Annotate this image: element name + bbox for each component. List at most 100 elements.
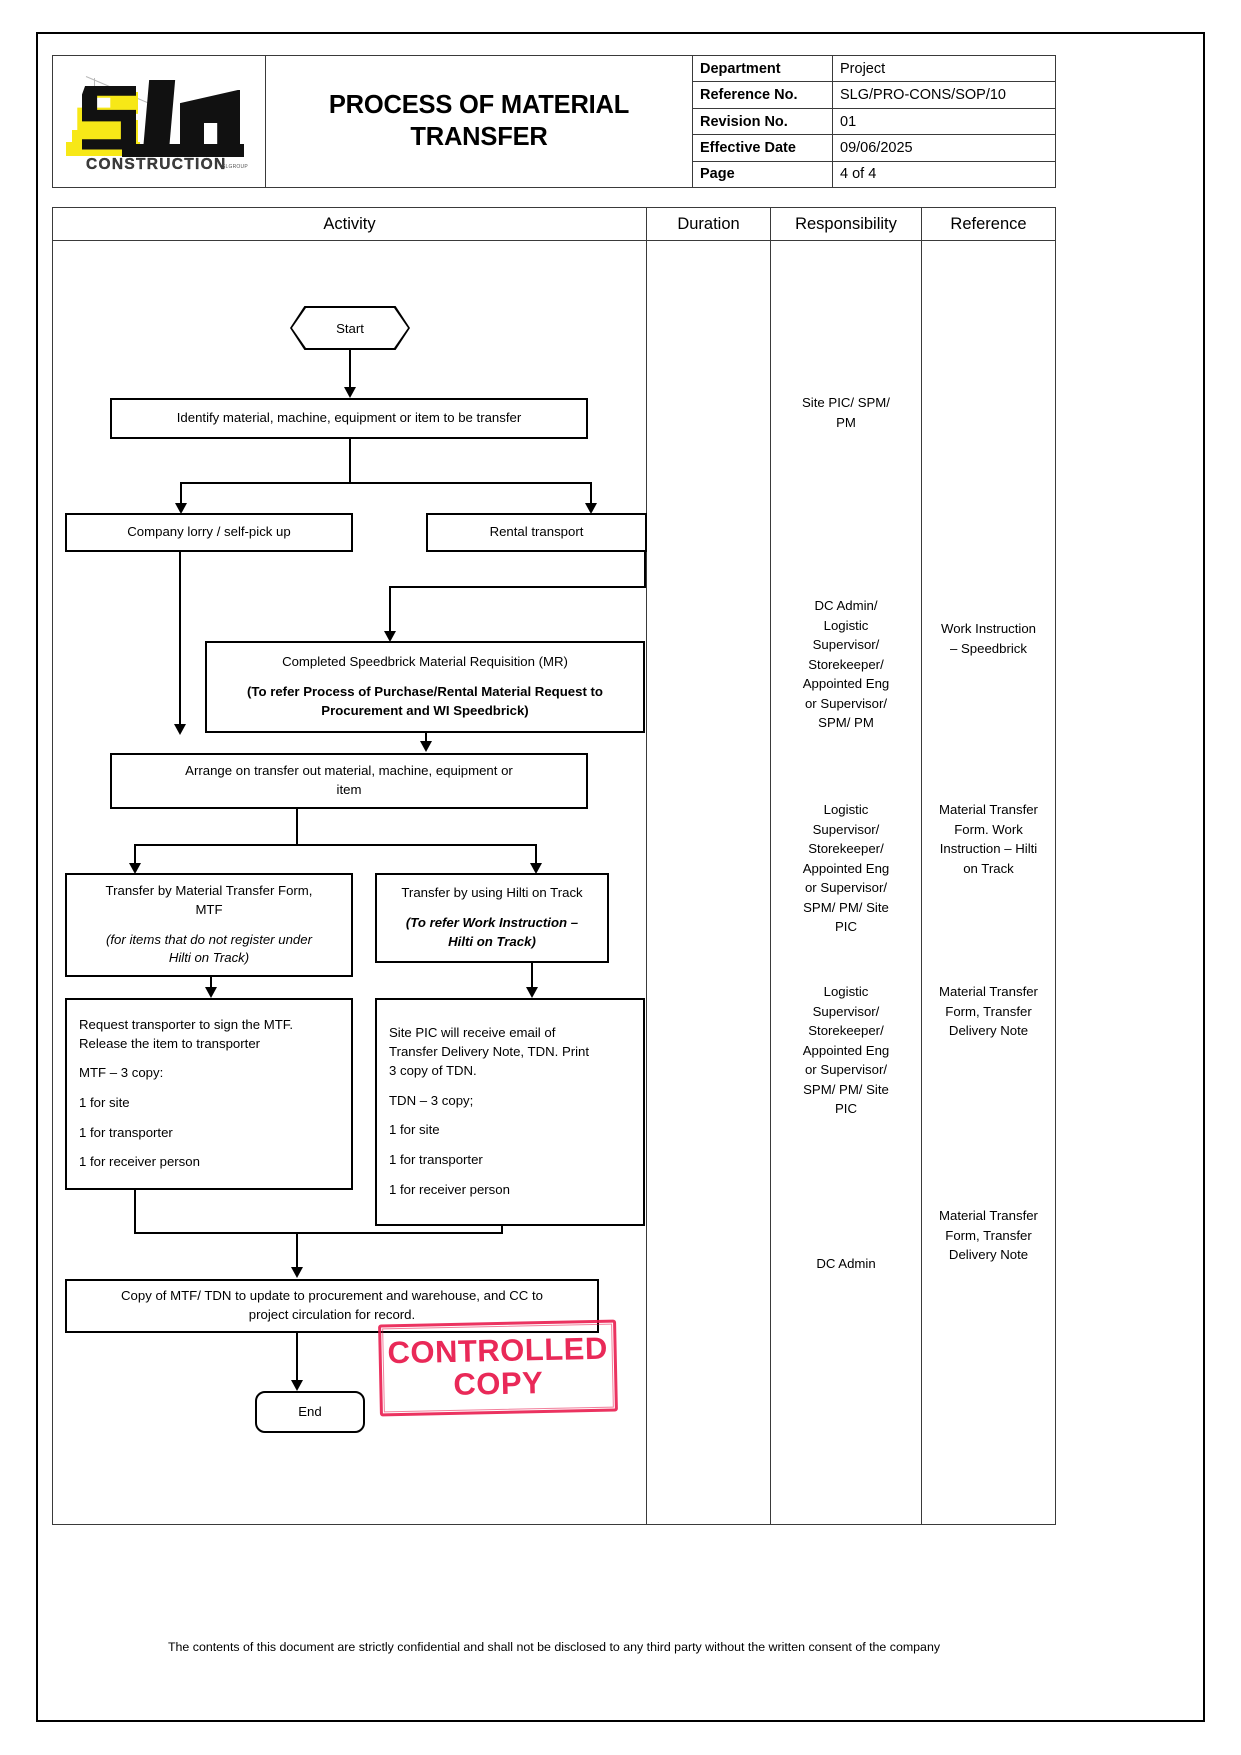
duration-column (647, 241, 771, 1525)
column-header-activity: Activity (53, 208, 647, 240)
responsibility-line: Appointed Eng (802, 860, 890, 876)
meta-value: 09/06/2025 (840, 139, 913, 156)
flow-node-copy-update: Copy of MTF/ TDN to update to procuremen… (65, 1279, 599, 1333)
logo-wordmark: CONSTRUCTION (86, 155, 227, 173)
flow-node-mr-title: Completed Speedbrick Material Requisitio… (282, 654, 568, 670)
flowchart: Start Identify material, machine, equipm… (53, 241, 647, 1525)
reference-line: on Track (963, 860, 1014, 876)
meta-label: Reference No. (693, 82, 833, 108)
flow-node-transfer-by-hilti: Transfer by using Hilti on Track (To ref… (375, 873, 609, 963)
flow-node-company-lorry-label: Company lorry / self-pick up (127, 524, 291, 540)
reference-entry-3: Material Transfer Form, Transfer Deliver… (922, 982, 1055, 1041)
reference-line: Instruction – Hilti (939, 841, 1038, 857)
meta-value: 4 of 4 (840, 166, 877, 183)
responsibility-entry-5: DC Admin (771, 1254, 921, 1274)
tdn-detail-line: Site PIC will receive email of (389, 1025, 556, 1041)
meta-value: Project (840, 60, 886, 77)
flow-node-mtf-title-line1: Transfer by Material Transfer Form, (105, 883, 313, 899)
mtf-detail-line: Release the item to transporter (79, 1035, 261, 1051)
responsibility-line: Logistic (823, 802, 869, 817)
responsibility-entry-2: DC Admin/ Logistic Supervisor/ Storekeep… (771, 596, 921, 733)
flow-node-mtf-title-line2: MTF (195, 901, 223, 917)
meta-label: Page (693, 161, 833, 188)
flow-node-mr-note-line1: (To refer Process of Purchase/Rental Mat… (247, 684, 603, 700)
responsibility-line: Logistic (823, 617, 869, 633)
responsibility-line: Supervisor/ (812, 1003, 880, 1019)
column-header-responsibility: Responsibility (771, 208, 922, 240)
document-footer: The contents of this document are strict… (167, 1640, 941, 1654)
flow-node-mr-note-line2: Procurement and WI Speedbrick) (321, 702, 529, 718)
flow-node-transfer-by-mtf: Transfer by Material Transfer Form, MTF … (65, 873, 353, 977)
mtf-detail-line: 1 for receiver person (79, 1154, 200, 1170)
page-title: PROCESS OF MATERIAL TRANSFER (328, 91, 630, 151)
slg-construction-logo-icon: CONSTRUCTION SLGROUP (64, 66, 254, 178)
flow-node-copy-line1: Copy of MTF/ TDN to update to procuremen… (121, 1288, 543, 1304)
tdn-detail-line: TDN – 3 copy; (389, 1092, 474, 1108)
flow-node-rental-transport-label: Rental transport (489, 524, 584, 540)
reference-column: Work Instruction – Speedbrick Material T… (922, 241, 1055, 1525)
responsibility-line: Storekeeper/ (808, 656, 884, 672)
flow-node-hilti-note-line1: (To refer Work Instruction – (405, 915, 579, 931)
mtf-detail-line: Request transporter to sign the MTF. (79, 1016, 294, 1032)
mtf-detail-line: 1 for transporter (79, 1124, 173, 1140)
flow-node-mtf-detail: Request transporter to sign the MTF. Rel… (65, 998, 353, 1190)
responsibility-line: Supervisor/ (812, 637, 880, 653)
responsibility-line: DC Admin (816, 1256, 876, 1271)
reference-line: Form, Transfer (945, 1003, 1032, 1019)
stamp-text: CONTROLLED COPY (378, 1320, 618, 1417)
reference-line: Material Transfer (939, 1208, 1038, 1223)
responsibility-entry-1: Site PIC/ SPM/ PM (771, 393, 921, 432)
responsibility-line: Appointed Eng (802, 676, 890, 692)
flow-node-tdn-detail: Site PIC will receive email of Transfer … (375, 998, 645, 1226)
responsibility-line: SPM/ PM/ Site (803, 899, 889, 915)
responsibility-entry-4: Logistic Supervisor/ Storekeeper/ Appoin… (771, 982, 921, 1119)
tdn-detail-line: 1 for transporter (389, 1152, 483, 1168)
column-header-duration: Duration (647, 208, 771, 240)
table-body-row: Start Identify material, machine, equipm… (53, 241, 1055, 1525)
reference-line: Delivery Note (948, 1247, 1029, 1263)
tdn-detail-line: Transfer Delivery Note, TDN. Print (389, 1044, 590, 1060)
meta-row-department: Department Project (692, 55, 1056, 82)
reference-line: Delivery Note (948, 1023, 1029, 1039)
column-header-reference: Reference (950, 214, 1027, 233)
flow-node-hilti-note-line2: Hilti on Track) (448, 933, 536, 949)
meta-row-reference-no: Reference No. SLG/PRO-CONS/SOP/10 (692, 81, 1056, 108)
reference-line: Form, Transfer (945, 1227, 1032, 1243)
responsibility-line: Supervisor/ (812, 821, 880, 837)
reference-entry-2: Material Transfer Form. Work Instruction… (922, 800, 1055, 878)
responsibility-line: PIC (835, 919, 857, 935)
stamp-line-2: COPY (453, 1365, 544, 1402)
company-logo-cell: CONSTRUCTION SLGROUP (52, 55, 266, 188)
meta-label: Revision No. (693, 108, 833, 135)
responsibility-line: Logistic (823, 984, 869, 999)
responsibility-line: DC Admin/ (814, 598, 878, 613)
tdn-detail-line: 3 copy of TDN. (389, 1062, 477, 1078)
sop-procedure-table: Activity Duration Responsibility Referen… (52, 207, 1056, 1525)
flow-node-mtf-note-line1: (for items that do not register under (106, 931, 312, 947)
page-border (36, 32, 1205, 1722)
flow-node-end-label: End (298, 1403, 322, 1419)
responsibility-line: SPM/ PM/ Site (803, 1081, 889, 1097)
responsibility-line: SPM/ PM (818, 715, 874, 731)
flow-node-rental-transport: Rental transport (426, 513, 647, 552)
document-title-cell: PROCESS OF MATERIAL TRANSFER (266, 55, 692, 188)
controlled-copy-stamp: CONTROLLED COPY (378, 1319, 618, 1417)
reference-line: Material Transfer (939, 984, 1038, 999)
meta-row-revision-no: Revision No. 01 (692, 107, 1056, 135)
meta-value: 01 (840, 113, 857, 130)
flow-node-arrange-line1: Arrange on transfer out material, machin… (185, 763, 513, 779)
table-header-row: Activity Duration Responsibility Referen… (53, 208, 1055, 241)
flow-node-copy-line2: project circulation for record. (248, 1307, 416, 1322)
logo-trademark: SLGROUP (222, 163, 248, 170)
responsibility-entry-3: Logistic Supervisor/ Storekeeper/ Appoin… (771, 800, 921, 937)
responsibility-line: PM (836, 414, 856, 430)
flow-node-company-lorry: Company lorry / self-pick up (65, 513, 353, 552)
meta-row-page: Page 4 of 4 (692, 160, 1056, 189)
flow-node-start-label: Start (336, 320, 364, 336)
meta-row-effective-date: Effective Date 09/06/2025 (692, 134, 1056, 161)
stamp-line-1: CONTROLLED (387, 1330, 609, 1371)
flow-node-mtf-note-line2: Hilti on Track) (168, 950, 250, 966)
reference-line: Work Instruction (940, 621, 1037, 636)
flow-node-material-requisition: Completed Speedbrick Material Requisitio… (205, 641, 645, 733)
document-header: CONSTRUCTION SLGROUP PROCESS OF MATERIAL… (52, 55, 1056, 189)
